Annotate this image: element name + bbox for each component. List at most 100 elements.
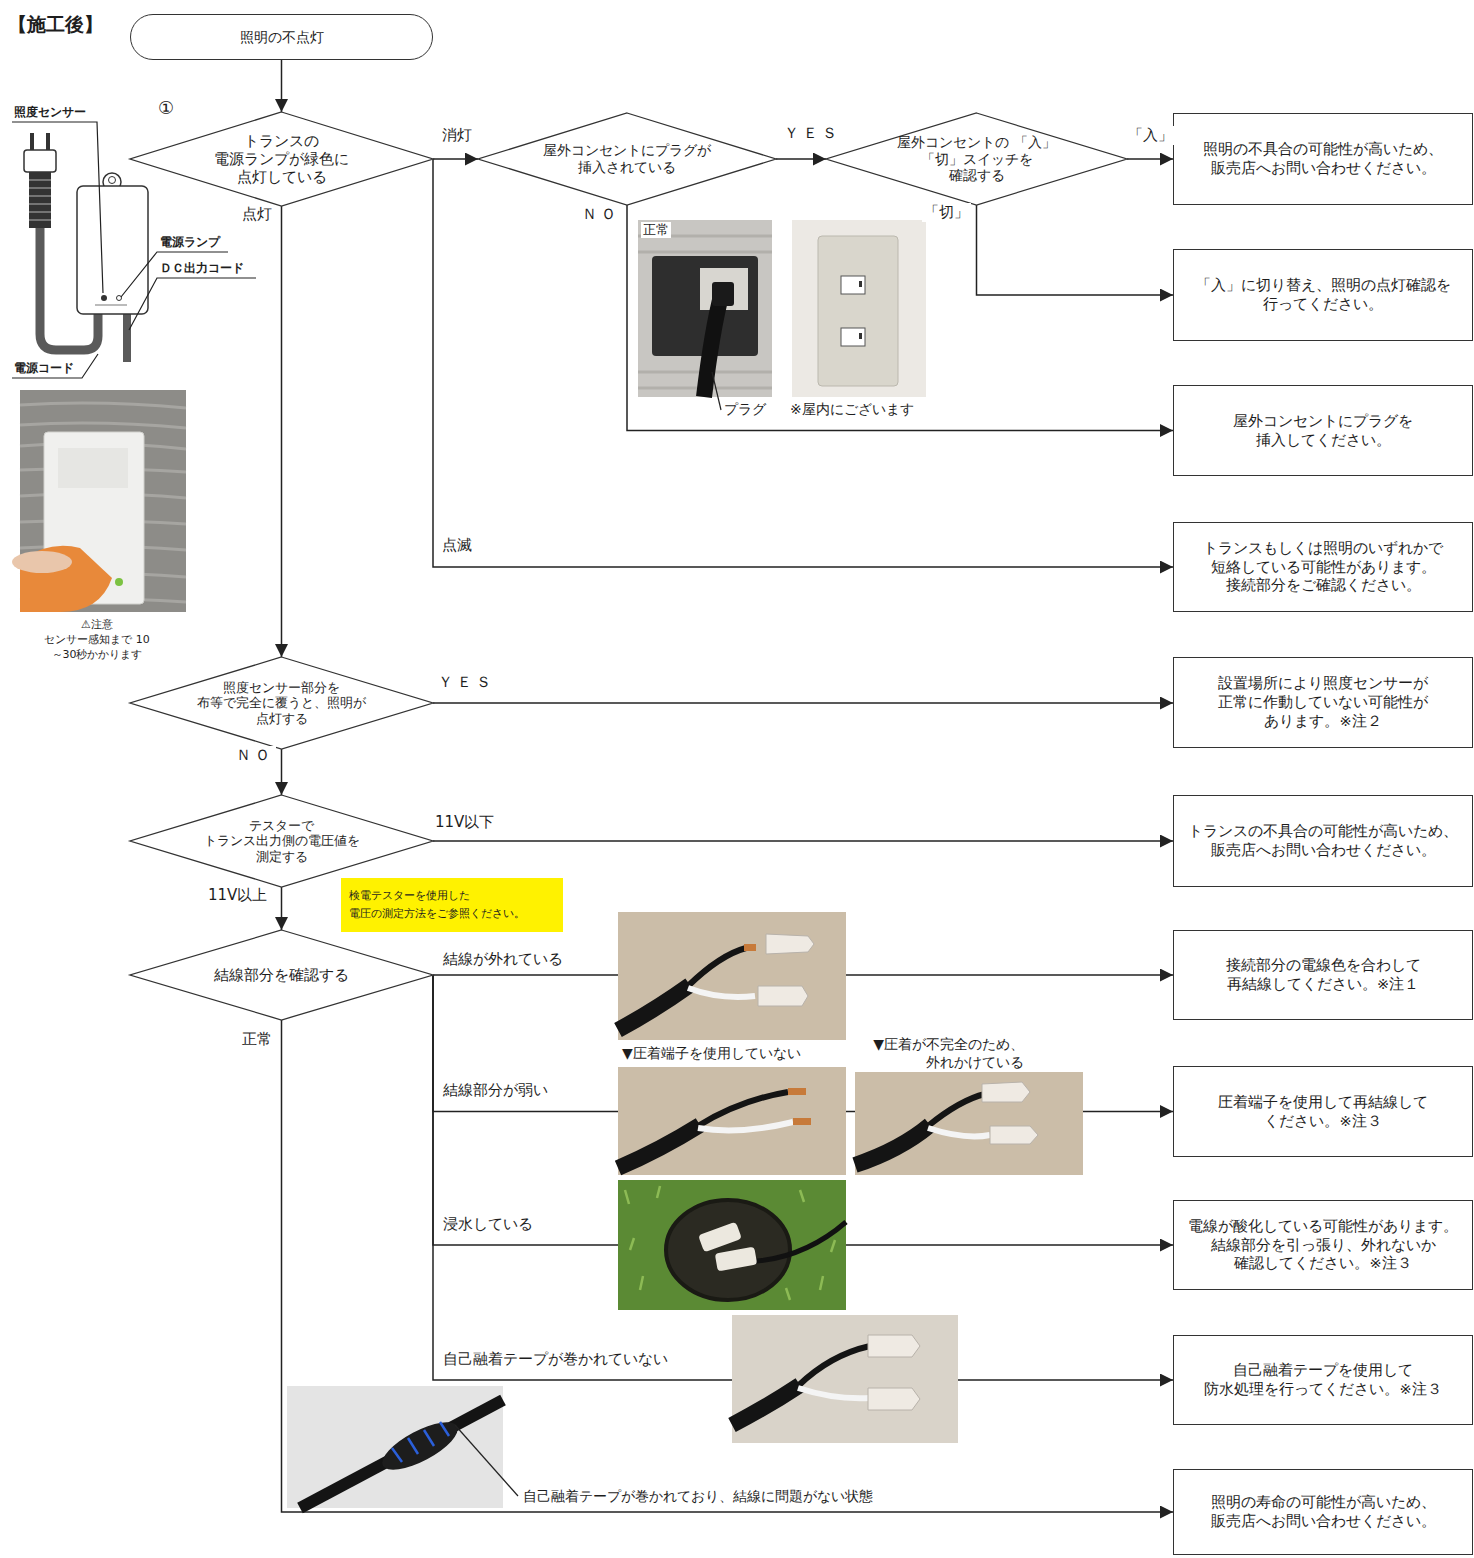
node-text: 照明の不点灯 [240,28,324,46]
photo-flooded [666,1200,790,1300]
node-text: 圧着端子を使用して再結線して ください。※注３ [1215,1093,1431,1131]
photo-outlet [638,220,772,397]
photo-no-tape [732,1385,800,1425]
transformer-drawing [101,295,107,301]
transformer-drawing [30,133,34,151]
decision-diamond: テスターで トランス出力側の電圧値を 測定する [130,795,433,887]
photo-wire-detached [688,948,746,986]
node-text: 屋外コンセントにプラグを 挿入してください。 [1231,412,1416,450]
leader-line [12,122,103,293]
diamond-shape [130,657,433,749]
node-text: 屋外コンセントにプラグが 挿入されている [538,142,717,176]
photo-wire-bare [618,1067,846,1175]
photo-wire-detached [618,912,846,1040]
terminal-box: 照明の不点灯 [130,14,433,60]
photo-no-tape [732,1315,958,1443]
diamond-shape [130,930,433,1020]
photo-taped [287,1386,503,1508]
edge-label: ＹＥＳ [782,124,842,143]
label-text: ▼圧着が不完全のため、 外れかけている [857,1036,1026,1071]
photo-wire-detached [618,985,690,1030]
photo-wire-detached [688,988,755,997]
connector-arrow [281,749,283,795]
result-box: トランスの不具合の可能性が高いため、 販売店へお問い合わせください。 [1173,795,1473,887]
page-title: 【施工後】 [8,12,103,37]
edge-label: 点滅 [440,536,474,555]
photo-wire-loose [982,1082,1030,1102]
decision-diamond: 結線部分を確認する [130,930,433,1020]
diamond-shape [478,113,776,205]
node-text: 検電テスターを使用した 電圧の測定方法をご参照ください。 [349,887,537,922]
photo-switch [792,220,926,397]
photo-outlet [712,372,721,410]
photo-flooded [618,1180,846,1310]
photo-flooded [698,1222,742,1253]
node-text: 照明の不具合の可能性が高いため、 販売店へお問い合わせください。 [1200,140,1446,178]
photo-taped [300,1400,503,1508]
photo-flooded [715,1247,758,1272]
photo-no-tape [798,1346,870,1386]
photo-outlet [700,268,748,310]
result-box: 自己融着テープを使用して 防水処理を行ってください。※注３ [1173,1335,1473,1425]
edge-label: 結線が外れている [441,950,565,969]
photo-wire-detached [758,986,808,1006]
node-text: 照度センサー部分を 布等で完全に覆うと、照明が 点灯する [192,680,372,727]
photo-wire-detached [744,944,756,951]
node-text: 結線部分を確認する [214,966,349,984]
connector-arrow [627,205,1173,431]
label-text: 正常 [641,222,671,238]
transformer-drawing [29,172,51,228]
photo-wire-loose [928,1094,985,1126]
node-text: 設置場所により照度センサーが 正常に作動していない可能性が あります。※注２ [1215,674,1431,731]
leader-line [12,354,98,378]
edge-label: 正常 [240,1030,274,1049]
diamond-shape [130,795,433,887]
result-box: 照明の不具合の可能性が高いため、 販売店へお問い合わせください。 [1173,113,1473,205]
photo-wire-loose [928,1128,990,1136]
result-box: 電線が酸化している可能性があります。 結線部分を引っ張り、外れないか 確認してく… [1173,1200,1473,1290]
connector-arrow [282,1020,1174,1512]
photo-no-tape [732,1315,958,1443]
photo-transformer [12,551,72,573]
photo-wire-bare [788,1088,806,1095]
photo-wire-bare [618,1125,700,1168]
transformer-drawing [123,312,131,362]
photo-transformer [12,390,186,612]
photo-switch [841,276,865,294]
label-text: 自己融着テープが巻かれており、結線に問題がない状態 [523,1488,873,1506]
note-box: 検電テスターを使用した 電圧の測定方法をご参照ください。 [341,878,563,932]
connector-arrow [433,702,1173,704]
photo-wire-bare [698,1122,793,1130]
edge-label: 点灯 [240,205,274,224]
connector-arrow [281,206,283,657]
edge-label: 結線部分が弱い [441,1081,550,1100]
photo-no-tape [868,1335,920,1357]
decision-diamond: 照度センサー部分を 布等で完全に覆うと、照明が 点灯する [130,657,433,749]
label-text: ▼圧着端子を使用していない [622,1045,801,1063]
transformer-drawing [29,180,51,220]
photo-taped [287,1386,518,1508]
photo-wire-loose [855,1072,1083,1175]
photo-wire-loose [990,1126,1038,1144]
photo-wire-bare [698,1092,788,1126]
transformer-drawing [117,296,122,301]
transformer-drawing [24,150,56,172]
connector-arrow [433,840,1173,842]
edge-label: ＮＯ [580,205,622,224]
node-text: 照明の寿命の可能性が高いため、 販売店へお問い合わせください。 [1208,1493,1439,1531]
node-text: テスターで トランス出力側の電圧値を 測定する [198,818,365,865]
photo-switch [859,281,862,287]
edge-label: 消灯 [440,126,474,145]
result-box: 設置場所により照度センサーが 正常に作動していない可能性が あります。※注２ [1173,657,1473,748]
decision-diamond: 屋外コンセントにプラグが 挿入されている [478,113,776,205]
edge-label: 「入」 [1126,126,1175,145]
edge-label: 11V以上 [206,886,269,905]
label-text: センサー感知まで 10～30秒かかります [40,632,155,663]
decision-diamond: トランスの 電源ランプが緑色に 点灯している [130,112,433,206]
node-text: 自己融着テープを使用して 防水処理を行ってください。※注３ [1200,1361,1446,1399]
label-text: ⚠注意 [81,617,113,632]
edge-label: 11V以下 [433,813,496,832]
photo-switch [792,220,926,397]
label-text: 照度センサー [14,104,86,121]
node-text: トランスの 電源ランプが緑色に 点灯している [209,132,354,186]
